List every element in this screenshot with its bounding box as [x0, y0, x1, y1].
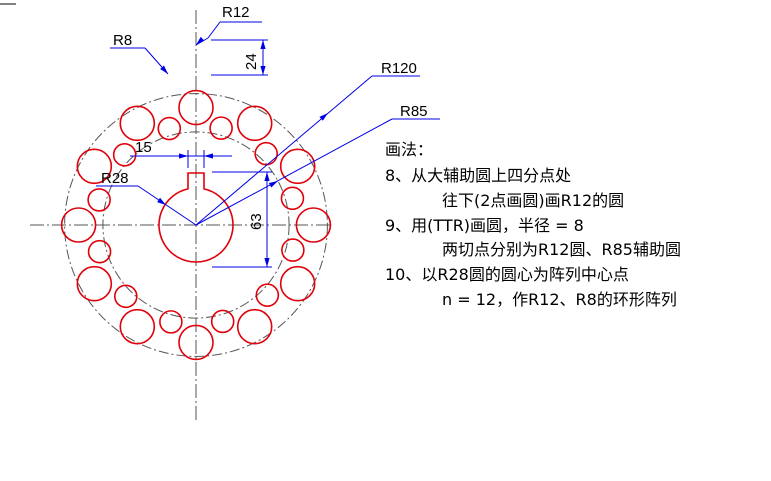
dimensions: [96, 21, 440, 268]
note-step9-line2: 两切点分别为R12圆、R85辅助圆: [442, 240, 681, 259]
leader-r12-2: [207, 21, 221, 39]
note-step10-line2: n = 12，作R12、R8的环形阵列: [442, 290, 677, 309]
array-circle-r8: [209, 116, 233, 140]
arrow-r8: [160, 65, 168, 74]
arrow-15-right: [204, 153, 213, 159]
array-circle-r8: [112, 143, 137, 167]
label-r8: R8: [113, 32, 132, 49]
arrow-24-top: [260, 40, 266, 49]
note-step8-line1: 8、从大辅助圆上四分点处: [385, 166, 572, 185]
label-r85: R85: [400, 103, 428, 120]
label-r12: R12: [222, 4, 250, 21]
auxiliary-geometry: [0, 3, 330, 420]
array-circle-r12: [119, 308, 156, 345]
array-circle-r8: [210, 309, 235, 334]
leader-r120: [195, 75, 373, 226]
arrow-63-top: [264, 172, 270, 181]
array-circle-r8: [114, 284, 138, 309]
array-circle-r8: [281, 238, 305, 262]
arrow-15-left: [179, 153, 188, 159]
arrow-r28: [157, 197, 166, 205]
array-circle-r12: [119, 105, 156, 142]
array-circle-r8: [255, 283, 280, 307]
label-63: 63: [248, 213, 265, 230]
array-circle-r12: [236, 105, 273, 142]
array-circle-r8: [87, 239, 112, 264]
leader-r85: [195, 118, 393, 226]
label-15: 15: [135, 139, 152, 156]
note-step9-line1: 9、用(TTR)画圆，半径 = 8: [385, 216, 584, 235]
shaft-hole-with-keyway: [158, 172, 234, 263]
part-geometry: [60, 89, 332, 361]
array-circle-r12: [178, 89, 214, 126]
arrow-r12: [196, 36, 205, 45]
array-circle-r12: [76, 265, 113, 302]
note-heading: 画法：: [385, 140, 434, 159]
leader-r28: [137, 185, 197, 226]
array-circle-r12: [295, 207, 332, 243]
note-step10-line1: 10、以R28圆的圆心为阵列中心点: [385, 265, 629, 284]
array-circle-r12: [76, 148, 113, 185]
array-circle-r8: [87, 188, 111, 212]
label-r28: R28: [101, 170, 129, 187]
array-circle-r8: [280, 186, 305, 211]
label-24: 24: [243, 53, 260, 70]
arrow-r120: [319, 113, 328, 121]
note-step8-line2: 往下(2点画圆)画R12的圆: [442, 191, 625, 210]
label-r120: R120: [381, 60, 417, 77]
array-circle-r8: [254, 141, 278, 166]
array-circle-r12: [236, 308, 273, 345]
array-circle-r12: [279, 148, 316, 185]
arrow-r85: [268, 181, 278, 188]
array-circle-r12: [279, 265, 316, 302]
arrow-24-bottom: [260, 66, 266, 75]
array-circle-r12: [60, 207, 97, 243]
array-circle-r12: [178, 324, 214, 361]
array-circle-r8: [159, 310, 183, 334]
arrow-63-bottom: [264, 258, 270, 267]
array-circle-r8: [157, 116, 182, 141]
